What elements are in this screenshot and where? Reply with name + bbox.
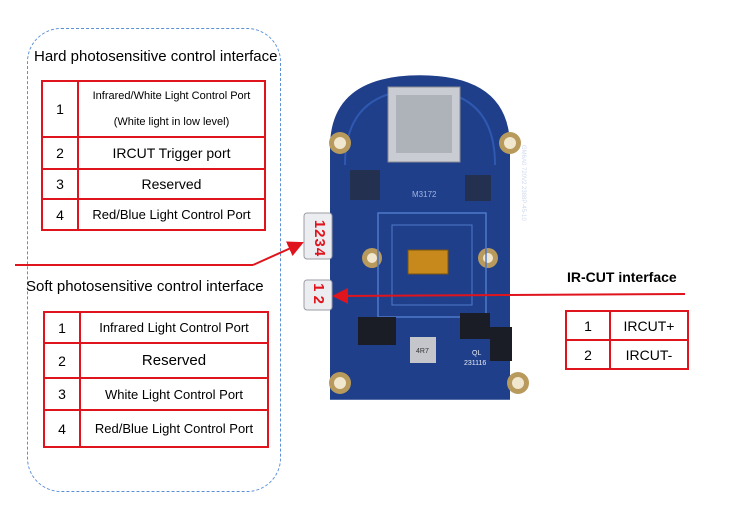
connector-4pin-label: 1234 (311, 219, 329, 258)
port-description: Reserved (77, 168, 266, 200)
port-number: 2 (43, 342, 81, 379)
table-row: 1 Infrared Light Control Port (43, 311, 269, 344)
sensor-inner-outline (391, 224, 473, 306)
camera-circuit-board: M3172 GM6A0 720V2 2388P-45-10 QL 231116 … (303, 75, 529, 400)
ic-chip (350, 170, 380, 200)
port-number: 3 (41, 168, 79, 200)
connector-2pin-label: 1 2 (309, 283, 327, 304)
lens-mount-hole-center (483, 253, 493, 263)
mounting-hole-center (334, 137, 346, 149)
mounting-hole-center (504, 137, 516, 149)
ircut-interface-title: IR-CUT interface (567, 269, 677, 285)
ic-chip (465, 175, 491, 201)
board-silkscreen: GM6A0 720V2 2388P-45-10 (520, 145, 526, 221)
image-sensor-chip (407, 249, 449, 275)
port-description: Red/Blue Light Control Port (77, 198, 266, 231)
hard-interface-table: 1 Infrared/White Light Control Port (Whi… (41, 80, 266, 231)
port-description: Reserved (79, 342, 269, 379)
connector-2pin (303, 279, 333, 311)
port-number: 4 (41, 198, 79, 231)
mosfet (460, 313, 490, 339)
table-row: 2 IRCUT- (565, 339, 689, 370)
port-number: 1 (41, 80, 79, 138)
chip-silkscreen: M3172 (412, 190, 437, 199)
mosfet (490, 327, 512, 361)
port-number: 1 (565, 310, 611, 341)
ircut-interface-table: 1 IRCUT+ 2 IRCUT- (565, 310, 689, 370)
soft-interface-title: Soft photosensitive control interface (26, 278, 264, 295)
table-row: 4 Red/Blue Light Control Port (41, 198, 266, 231)
table-row: 1 IRCUT+ (565, 310, 689, 341)
hard-interface-title: Hard photosensitive control interface (34, 48, 278, 65)
port-number: 3 (43, 377, 81, 411)
port-description: Infrared Light Control Port (79, 311, 269, 344)
power-ic (358, 317, 396, 345)
sensor-outline (377, 212, 487, 318)
port-number: 1 (43, 311, 81, 344)
port-description: IRCUT+ (609, 310, 689, 341)
inductor-label: 4R7 (416, 348, 429, 355)
lens-mount-hole-center (367, 253, 377, 263)
sd-card-slot-inner (396, 95, 452, 153)
mounting-hole-center (512, 377, 524, 389)
mounting-hole-center (334, 377, 346, 389)
soft-interface-table: 1 Infrared Light Control Port 2 Reserved… (43, 311, 269, 448)
inductor (410, 337, 436, 363)
board-ql-label: QL (472, 350, 481, 357)
table-row: 1 Infrared/White Light Control Port (Whi… (41, 80, 266, 138)
port-number: 4 (43, 409, 81, 448)
port-description-line: (White light in low level) (113, 116, 230, 128)
connector-4pin (303, 212, 333, 260)
port-number: 2 (41, 136, 79, 170)
board-date-code: 231116 (464, 360, 486, 367)
port-description: IRCUT- (609, 339, 689, 370)
port-description-line: Infrared/White Light Control Port (92, 90, 251, 102)
table-row: 3 White Light Control Port (43, 377, 269, 411)
port-description: IRCUT Trigger port (77, 136, 266, 170)
port-description: Red/Blue Light Control Port (79, 409, 269, 448)
table-row: 3 Reserved (41, 168, 266, 200)
table-row: 2 Reserved (43, 342, 269, 379)
table-row: 2 IRCUT Trigger port (41, 136, 266, 170)
table-row: 4 Red/Blue Light Control Port (43, 409, 269, 448)
port-number: 2 (565, 339, 611, 370)
port-description: White Light Control Port (79, 377, 269, 411)
port-description: Infrared/White Light Control Port (White… (77, 80, 266, 138)
